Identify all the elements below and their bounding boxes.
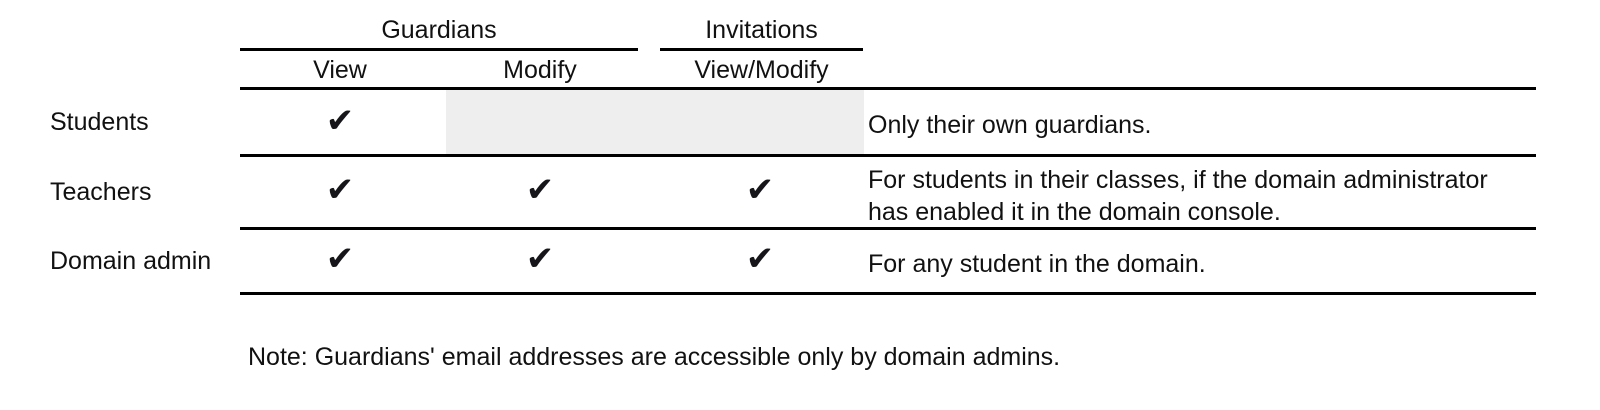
cell-check-domain-admin-modify: ✔ bbox=[525, 239, 555, 279]
table-footnote: Note: Guardians' email addresses are acc… bbox=[248, 343, 1061, 371]
cell-check-teachers-view: ✔ bbox=[325, 170, 355, 210]
column-header-modify: Modify bbox=[503, 56, 577, 84]
table-rule-after-teachers bbox=[240, 227, 1536, 230]
row-label-teachers: Teachers bbox=[50, 178, 152, 206]
column-group-rule-guardians bbox=[240, 48, 638, 51]
cell-description-students: Only their own guardians. bbox=[868, 111, 1152, 139]
cell-check-teachers-view-modify: ✔ bbox=[745, 170, 775, 210]
column-header-view-modify: View/Modify bbox=[694, 56, 829, 84]
row-label-domain-admin: Domain admin bbox=[50, 247, 212, 275]
cell-description-domain-admin: For any student in the domain. bbox=[868, 250, 1206, 278]
table-rule-after-students bbox=[240, 154, 1536, 157]
column-group-rule-invitations bbox=[660, 48, 863, 51]
cell-check-students-view: ✔ bbox=[325, 101, 355, 141]
cell-check-domain-admin-view-modify: ✔ bbox=[745, 239, 775, 279]
column-header-view: View bbox=[313, 56, 367, 84]
column-group-header-invitations: Invitations bbox=[705, 16, 818, 44]
table-rule-table-bottom bbox=[240, 292, 1536, 295]
cell-check-teachers-modify: ✔ bbox=[525, 170, 555, 210]
row-label-students: Students bbox=[50, 108, 149, 136]
cell-shaded-students-modify bbox=[446, 90, 864, 154]
column-group-header-guardians: Guardians bbox=[381, 16, 497, 44]
cell-description-teachers: For students in their classes, if the do… bbox=[868, 166, 1488, 226]
table-rule-header-bottom bbox=[240, 87, 1536, 90]
cell-check-domain-admin-view: ✔ bbox=[325, 239, 355, 279]
